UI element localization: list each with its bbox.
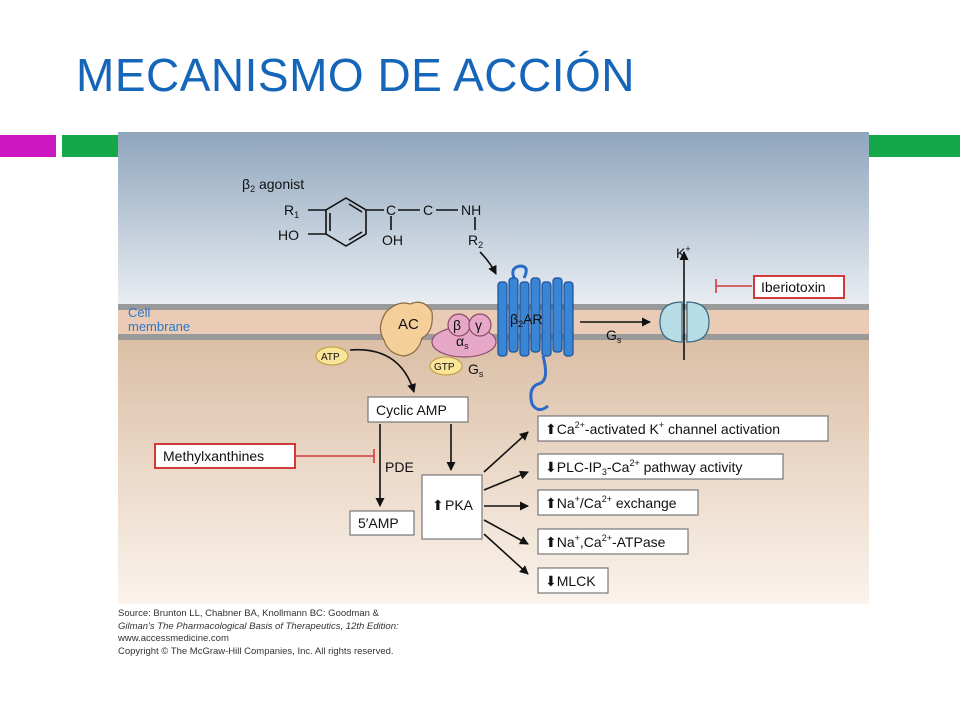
- gtp-bubble: [429, 356, 463, 376]
- pka-up-arrow: ⬆: [432, 497, 444, 513]
- svg-text:⬇PLC-IP3-Ca2+ pathway activity: ⬇PLC-IP3-Ca2+ pathway activity: [545, 458, 742, 477]
- accent-bar-green-right: [869, 135, 960, 157]
- mechanism-diagram: Cell membrane β2 agonist R1 HO C C NH OH…: [118, 132, 869, 678]
- slide-title: MECANISMO DE ACCIÓN: [76, 49, 636, 101]
- source-line-4: Copyright © The McGraw-Hill Companies, I…: [118, 645, 394, 657]
- effect-box-4: ⬆Na+,Ca2+-ATPase: [537, 528, 689, 555]
- cyclic-amp-label: Cyclic AMP: [376, 402, 447, 418]
- source-line-2: Gilman's The Pharmacological Basis of Th…: [118, 620, 399, 632]
- gamma-label: γ: [475, 317, 482, 333]
- benzene-ring: [308, 197, 476, 247]
- pka-box: [421, 474, 483, 540]
- methylxanthines-label: Methylxanthines: [163, 448, 264, 464]
- pka-effect-arrow-5: [483, 533, 529, 575]
- c-right-label: C: [423, 202, 433, 218]
- source-line-1: Source: Brunton LL, Chabner BA, Knollman…: [118, 608, 379, 619]
- k-channel-right: [686, 301, 710, 343]
- beta2-receptor: [497, 264, 574, 411]
- atp-bubble: [315, 346, 349, 366]
- ac-label: AC: [398, 316, 419, 333]
- pka-effect-arrow-2: [483, 470, 529, 491]
- effect-box-2: ⬇PLC-IP3-Ca2+ pathway activity: [537, 453, 784, 480]
- agonist-label: β2 agonist: [242, 176, 304, 194]
- amp-label: 5′AMP: [358, 515, 399, 531]
- c-left-label: C: [386, 202, 396, 218]
- gtp-label: GTP: [434, 362, 455, 373]
- iberiotoxin-box: [753, 275, 845, 299]
- source-citation: Source: Brunton LL, Chabner BA, Knollman…: [118, 608, 678, 658]
- effect-box-3: ⬆Na+/Ca2+ exchange: [537, 489, 699, 516]
- ho-label: HO: [278, 227, 299, 243]
- agonist-to-receptor-arrow: [479, 251, 497, 275]
- b2ar-label: β2AR: [510, 311, 543, 329]
- cell-membrane-label-2: membrane: [128, 319, 190, 334]
- iberiotoxin-label: Iberiotoxin: [761, 279, 826, 295]
- beta-label: β: [453, 317, 461, 333]
- methylxanthines-box: [154, 443, 296, 469]
- svg-text:⬆Ca2+-activated K+ channel act: ⬆Ca2+-activated K+ channel activation: [545, 420, 780, 437]
- accent-bar-magenta: [0, 135, 56, 157]
- g-gamma-subunit: [468, 313, 492, 337]
- effect-box-5: ⬇MLCK: [537, 567, 609, 594]
- cyclic-amp-box: [367, 396, 469, 423]
- pde-label: PDE: [385, 459, 414, 475]
- svg-text:⬇MLCK: ⬇MLCK: [545, 573, 596, 589]
- atp-to-camp-arrow: [349, 348, 416, 393]
- amp-box: [349, 510, 415, 536]
- pka-effect-arrow-4: [483, 519, 529, 545]
- effect-box-1: ⬆Ca2+-activated K+ channel activation: [537, 415, 829, 442]
- adenylyl-cyclase: [379, 301, 433, 357]
- oh-label: OH: [382, 232, 403, 248]
- pka-effect-arrow-1: [483, 431, 529, 473]
- source-line-3: www.accessmedicine.com: [118, 633, 229, 644]
- nh-label: NH: [461, 202, 481, 218]
- cell-membrane-label-1: Cell: [128, 305, 151, 320]
- pka-label: PKA: [445, 497, 474, 513]
- k-channel-left: [659, 301, 683, 343]
- accent-bar-green-left: [62, 135, 118, 157]
- atp-label: ATP: [321, 352, 340, 363]
